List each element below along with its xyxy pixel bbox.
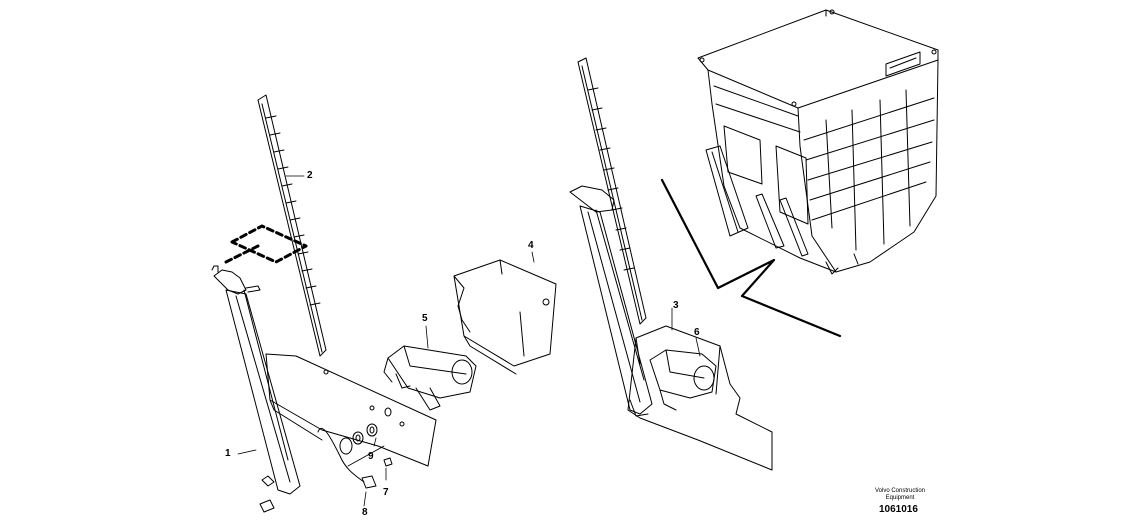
break-line (660, 178, 842, 338)
brand-line-1: Volvo Construction (874, 488, 926, 494)
dashed-connector-left (224, 224, 308, 264)
callout-5: 5 (422, 313, 428, 324)
wiper-motor-right (649, 349, 717, 411)
cab-frame (697, 9, 939, 275)
brand-label: Volvo Construction Equipment (868, 488, 932, 502)
callout-3: 3 (673, 300, 679, 311)
document-number: 1061016 (879, 504, 918, 515)
wiper-blade-right (577, 57, 647, 325)
callout-1: 1 (225, 448, 231, 459)
callout-9: 9 (368, 451, 374, 462)
leader-lines (237, 175, 701, 507)
callout-2: 2 (307, 170, 313, 181)
mounting-plate-left (265, 353, 437, 467)
washer-set (339, 407, 392, 455)
connector-part-8 (361, 475, 377, 489)
mounting-plate-right (627, 325, 773, 471)
wiper-arm-right (569, 185, 653, 417)
screw-part-7 (383, 457, 393, 467)
callout-7: 7 (383, 487, 389, 498)
wiper-blade-left (257, 94, 327, 357)
cover-box-left (453, 259, 557, 375)
wire-harness-left (317, 427, 365, 483)
wiper-motor-left (383, 345, 477, 411)
wiper-arm-left (211, 265, 301, 513)
brand-line-2: Equipment (885, 495, 915, 501)
callout-8: 8 (362, 507, 368, 518)
callout-6: 6 (694, 327, 700, 338)
callout-4: 4 (528, 240, 534, 251)
